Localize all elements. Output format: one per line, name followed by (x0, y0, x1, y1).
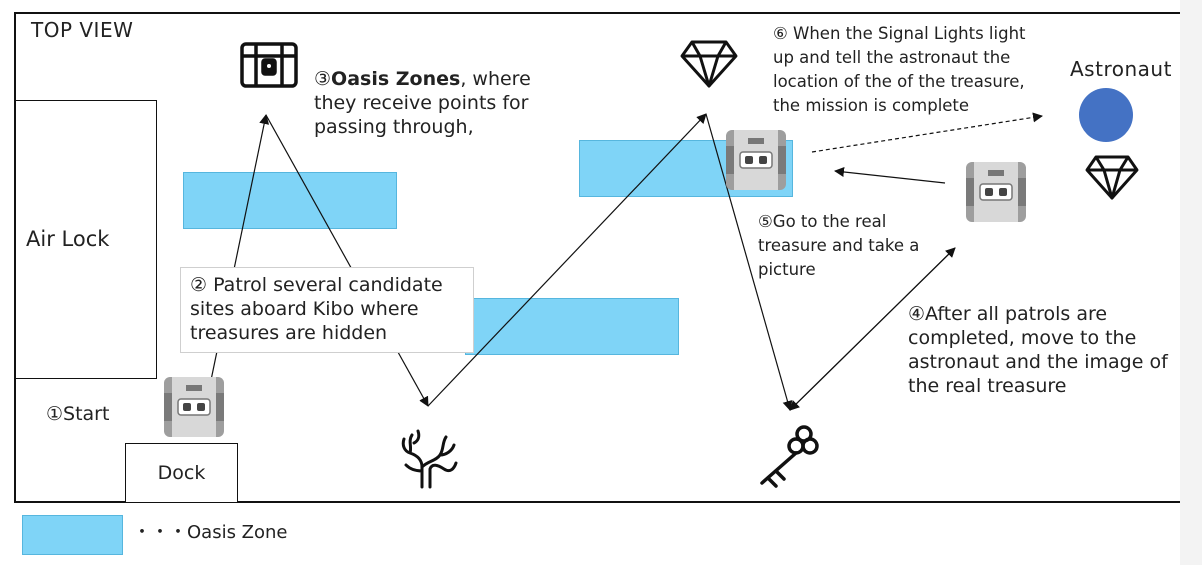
diagram-title: TOP VIEW (31, 18, 134, 42)
arrow-key-to-astronaut-robot-back (789, 247, 956, 411)
step-3-prefix: ③ (314, 68, 332, 90)
arrow-diamond-to-key (705, 113, 793, 411)
arrow-signal-to-astronaut (811, 112, 1043, 153)
astronaut-marker (1079, 88, 1133, 142)
step-3-bold: Oasis Zones (331, 68, 461, 90)
step-3-callout: ③Oasis Zones, where they receive points … (314, 67, 574, 139)
page-edge-strip (1180, 0, 1202, 565)
step-5-callout: ⑤Go to the real treasure and take a pict… (758, 212, 920, 279)
arrow-robot-to-real-treasure (834, 167, 946, 184)
arrow-coral-to-diamond (427, 113, 707, 407)
oasis-zone-1 (183, 172, 397, 229)
legend-oasis-swatch (22, 515, 123, 555)
step-3-text: , where they receive points for passing … (314, 68, 531, 138)
arrow-chest-to-coral (265, 114, 429, 407)
step-2-callout: ② Patrol several candidate sites aboard … (180, 267, 474, 353)
start-label: ①Start (46, 403, 110, 425)
astronaut-label: Astronaut (1070, 57, 1172, 81)
robot-icon-start (164, 377, 224, 437)
diamond-icon-real-treasure (1085, 155, 1139, 200)
dock: Dock (125, 443, 238, 503)
coral-icon (401, 429, 458, 489)
diamond-icon (680, 40, 738, 88)
key-icon (760, 425, 819, 488)
treasure-chest-icon (240, 42, 298, 88)
legend-oasis-label: ・・・Oasis Zone (133, 522, 288, 543)
step-4-callout: ④After all patrols are completed, move t… (908, 303, 1168, 397)
oasis-zone-2 (465, 298, 679, 355)
air-lock (14, 100, 157, 379)
step-6-callout: ⑥ When the Signal Lights light up and te… (773, 24, 1026, 115)
robot-icon-astronaut (966, 162, 1026, 222)
robot-icon-patrol (726, 130, 786, 190)
air-lock-label: Air Lock (26, 227, 110, 251)
